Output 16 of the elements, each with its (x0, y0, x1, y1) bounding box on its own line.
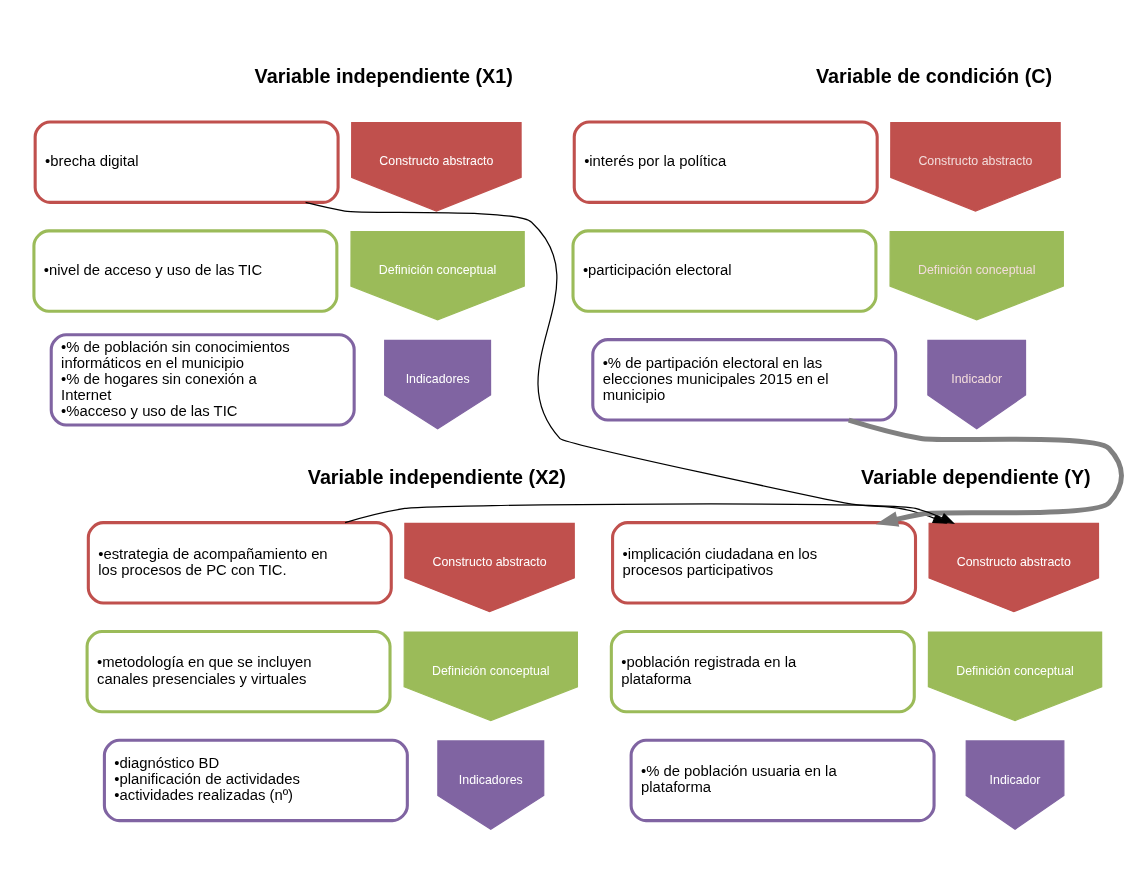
label: Variable independiente (X1) (254, 64, 513, 87)
label: Variable de condición (C) (815, 64, 1053, 87)
node-box: •% de partipación electoral en las elecciones municipales 2015 en el municipio (591, 337, 898, 422)
label: Variable independiente (X2) (307, 465, 566, 488)
node-box: •% de población sin conocimientos informáticos en el municipio •% de hogares sin conexión a Internet •%acceso y uso de las TIC (49, 332, 356, 426)
node-box: •participación electoral (571, 228, 878, 313)
node-box: •diagnóstico BD •planificación de actividades •actividades realizadas (nº) (102, 738, 409, 822)
node-box: •estrategia de acompañamiento en los procesos de PC con TIC. (86, 520, 393, 605)
label: Variable dependiente (Y) (861, 465, 1091, 488)
node-box: •interés por la política (572, 119, 879, 204)
node-box: •población registrada en la plataforma (609, 629, 916, 713)
node-box: •brecha digital (33, 119, 340, 204)
node-box: •metodología en que se incluyen canales presenciales y virtuales (85, 629, 392, 713)
node-box: •% de población usuaria en la plataforma (629, 738, 936, 822)
node-box: •nivel de acceso y uso de las TIC (32, 228, 339, 313)
node-box: •implicación ciudadana en los procesos participativos (611, 520, 918, 605)
